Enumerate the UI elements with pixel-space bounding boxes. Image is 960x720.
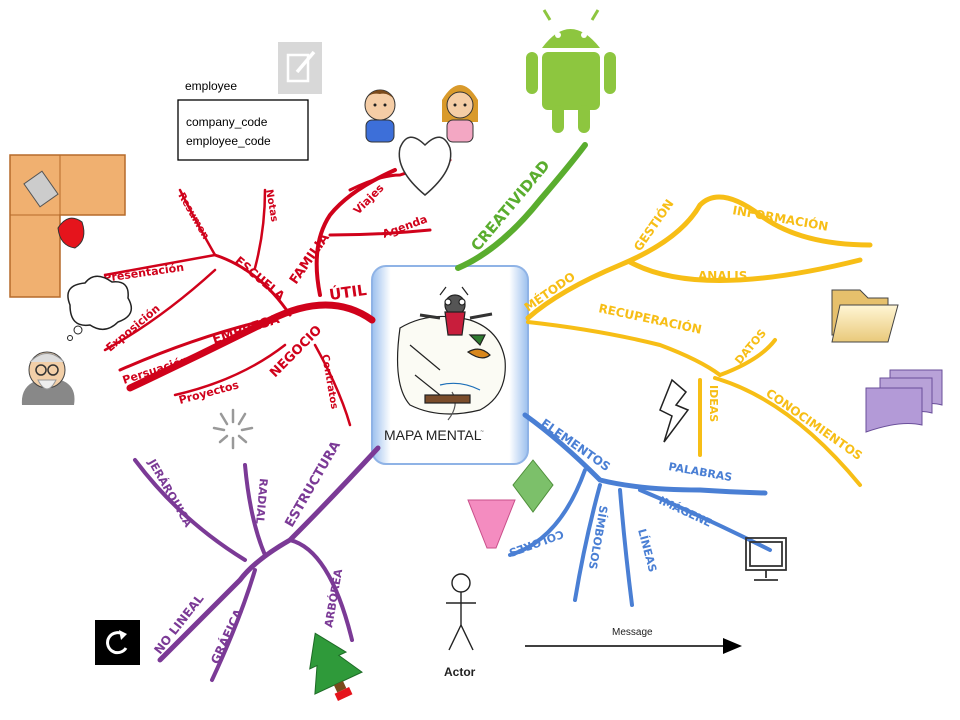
desk-icon [9,154,126,298]
label-elementos: ELEMENTOS [538,416,613,474]
label-contratos: Contratos [319,354,339,411]
refresh-icon[interactable] [95,620,140,665]
branch-green: CREATIVIDAD [455,142,588,271]
label-resumen: Resumen [175,191,210,241]
folder-icon [831,289,899,343]
entity-field-2: employee_code [186,134,271,148]
label-recuperacion: RECUPERACIÓN [597,300,703,337]
entity-name: employee [185,79,237,93]
branch-yellow [525,194,873,487]
label-creatividad: CREATIVIDAD [467,157,553,255]
label-ideas: IDEAS [707,385,720,422]
label-palabras: PALABRAS [667,460,733,484]
label-gestion: GESTIÓN [630,196,676,253]
stick-figure-icon [446,573,476,651]
branch-red-escuela [213,253,292,317]
label-empresa: EMPRESA [211,312,282,348]
label-analis: ANALIS [698,269,747,283]
label-agenda: Agenda [381,213,430,241]
branch-red-empresa [118,316,277,372]
thought-bubble-icon [67,275,133,341]
boy-icon [364,89,396,143]
lightning-icon [659,378,690,443]
branch-red-agenda [328,228,432,237]
label-arborea: ARBÓREA [322,567,345,628]
label-lineas: LÍNEAS [635,527,659,573]
label-familia: FAMILIA [287,231,333,287]
center-signature: ~ [480,429,484,435]
entity-field-1: company_code [186,115,268,129]
label-proyectos: Proyectos [177,378,240,407]
branch-red-proyectos [173,343,287,397]
spinner-icon [212,408,254,450]
branch-red-main [126,301,376,392]
monitor-icon [745,537,787,581]
heart-icon [398,136,452,196]
label-conocimientos: CONOCIMIENTOS [763,386,865,463]
label-colores: COLORES [507,527,565,559]
branch-red [103,158,452,427]
center-node: MAPA MENTAL ~ [371,265,529,465]
center-illustration [396,286,506,421]
label-util: ÚTIL [328,280,368,304]
branch-red-presentacion [103,253,217,277]
actor-label: Actor [444,665,476,679]
label-radial: RADIAL [253,478,270,525]
label-jerarquica: JERÁRQUICA [145,456,195,530]
arrow-icon [525,638,742,654]
label-grafica: GRÁFICA [207,606,246,667]
branch-red-exposicion [103,268,217,352]
girl-icon [442,85,478,143]
label-simbolos: SÍMBOLOS [586,504,610,570]
branch-purple [133,445,381,682]
message-label: Message [612,627,653,638]
entity-box[interactable]: employee company_code employee_code [177,79,309,161]
branch-red-resumen [178,188,217,257]
label-persuacion: Persuación [121,353,190,387]
old-man-icon [21,351,75,405]
christmas-tree-icon [309,632,364,702]
funnel-icon [467,499,516,549]
diamond-icon [512,459,554,513]
label-imagene: IMÁGENE [657,494,714,530]
branch-red-contratos [313,343,352,427]
label-escuela: ESCUELA [232,254,288,304]
branch-blue [508,412,772,607]
android-icon [526,9,616,133]
documents-icon [865,369,943,433]
edit-icon[interactable] [278,42,322,94]
branch-red-notas [253,188,267,270]
center-title: MAPA MENTAL [384,427,482,443]
